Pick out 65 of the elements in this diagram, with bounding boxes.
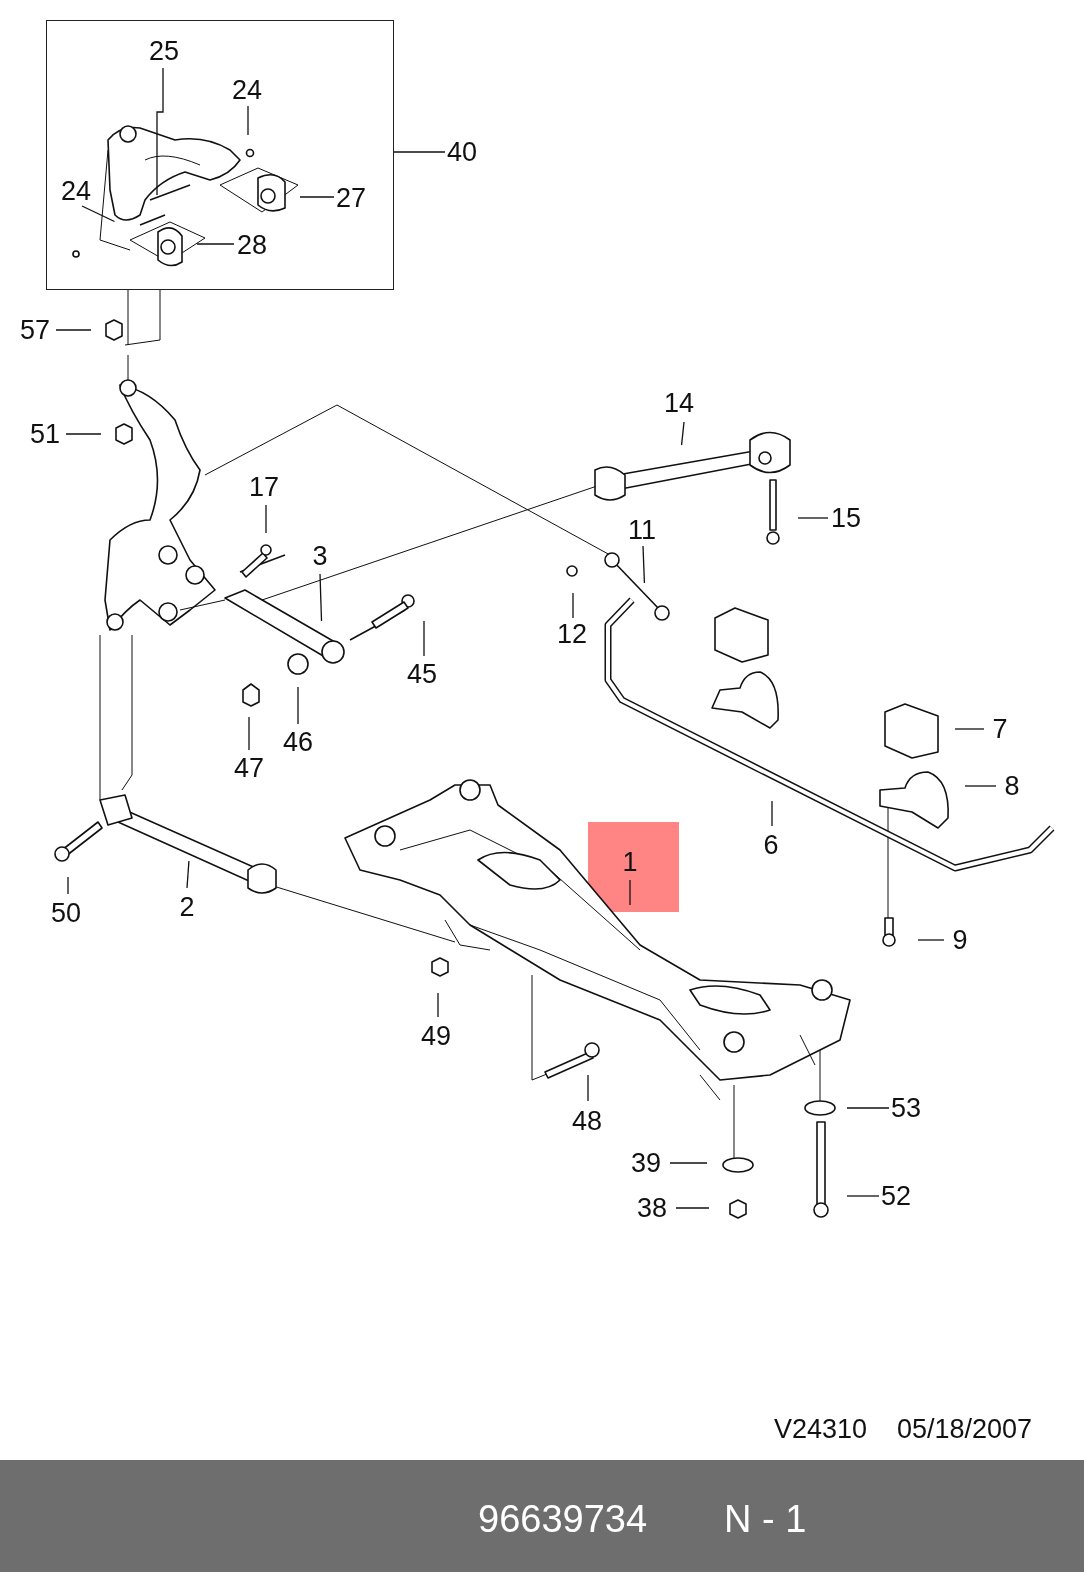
callout-number: 1 — [620, 847, 640, 877]
callout-number: 12 — [555, 619, 589, 649]
leader-line — [186, 860, 190, 889]
leader-line — [642, 545, 646, 584]
leader-line — [680, 421, 685, 446]
callout-number: 8 — [1002, 771, 1022, 801]
callout-number: 14 — [662, 388, 696, 418]
leader-line — [67, 876, 69, 895]
callout-number: 38 — [635, 1193, 669, 1223]
leader-line — [964, 785, 997, 787]
callout-number: 51 — [28, 419, 62, 449]
callout-number: 3 — [310, 541, 330, 571]
drawing-code: V24310 — [774, 1414, 868, 1445]
leader-line — [954, 728, 985, 730]
leader-line — [669, 1162, 708, 1164]
leader-line — [393, 151, 446, 153]
callout-number: 17 — [247, 472, 281, 502]
leader-line — [587, 1074, 589, 1102]
callout-number: 47 — [232, 753, 266, 783]
callout-number: 39 — [629, 1148, 663, 1178]
leader-line — [196, 243, 235, 245]
leader-line — [846, 1107, 890, 1109]
leader-line — [797, 517, 829, 519]
leader-line — [771, 800, 773, 827]
leader-line — [55, 329, 92, 331]
leader-line — [846, 1195, 880, 1197]
callout-number: 57 — [18, 315, 52, 345]
callout-number: 53 — [889, 1093, 923, 1123]
leader-line — [917, 939, 945, 941]
callout-number: 52 — [879, 1181, 913, 1211]
callout-number: 46 — [281, 727, 315, 757]
callout-number: 11 — [626, 515, 658, 545]
callout-number: 45 — [405, 659, 439, 689]
leader-line — [297, 686, 299, 725]
callout-number: 27 — [334, 183, 368, 213]
callout-number: 15 — [829, 503, 863, 533]
callout-number: 40 — [445, 137, 479, 167]
leader-line — [437, 992, 439, 1018]
callout-number: 6 — [761, 830, 781, 860]
leader-line — [81, 205, 116, 223]
drawing-code: 05/18/2007 — [897, 1414, 1033, 1445]
leader-line — [629, 879, 631, 906]
callout-number: 28 — [235, 230, 269, 260]
callout-number: 2 — [177, 892, 197, 922]
callout-number: 9 — [950, 925, 970, 955]
callout-number: 24 — [230, 75, 264, 105]
leader-line — [265, 504, 267, 534]
callout-number: 49 — [419, 1021, 453, 1051]
inset-frame — [46, 20, 394, 290]
callout-number: 7 — [990, 714, 1010, 744]
callout-number: 25 — [147, 36, 181, 66]
footer-text: 96639734 — [478, 1500, 648, 1538]
leader-line — [248, 716, 250, 751]
leader-line — [156, 67, 164, 196]
leader-line — [319, 573, 323, 622]
callout-number: 48 — [570, 1106, 604, 1136]
leader-line — [423, 620, 425, 657]
leader-line — [299, 196, 335, 198]
callout-number: 50 — [49, 898, 83, 928]
footer-text: N - 1 — [724, 1500, 807, 1538]
leader-line — [65, 433, 102, 435]
leader-line — [247, 105, 249, 136]
callout-number: 24 — [59, 176, 93, 206]
leader-line — [572, 592, 574, 619]
leader-line — [675, 1207, 710, 1209]
